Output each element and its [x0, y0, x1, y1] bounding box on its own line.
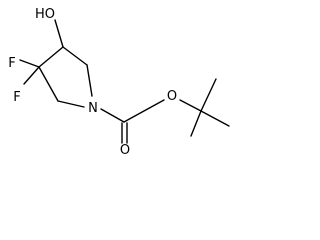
- carbonyl-oxygen-label: O: [120, 143, 130, 158]
- bond-cq-me-right: [200, 110, 230, 127]
- bond-cq-me-up: [200, 78, 217, 112]
- ester-oxygen-label: O: [167, 89, 177, 104]
- fluorine-bottom-label: F: [13, 90, 20, 105]
- bond-c4-c3: [38, 46, 64, 68]
- hydroxyl-label: HO: [35, 7, 55, 22]
- bond-cq-me-down: [190, 110, 202, 137]
- bond-n-c5: [86, 64, 93, 97]
- bond-n-c-carbonyl: [100, 108, 125, 123]
- structural-formula: HO F F N O O: [8, 7, 230, 158]
- bond-c3-f-top: [19, 59, 40, 68]
- bond-c4-oh: [54, 19, 64, 48]
- bond-c2-n: [57, 100, 85, 108]
- bond-o-cq: [179, 99, 202, 112]
- fluorine-top-label: F: [8, 56, 15, 71]
- bond-c3-c2: [38, 66, 59, 102]
- bond-c5-c4: [62, 46, 88, 66]
- bond-c3-f-bottom: [23, 66, 40, 85]
- nitrogen-label: N: [88, 101, 98, 116]
- bond-c-o-ester: [123, 99, 165, 123]
